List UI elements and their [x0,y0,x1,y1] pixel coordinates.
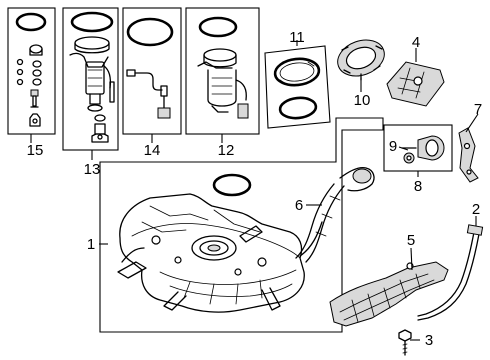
callout-10: 10 [354,92,371,109]
bracket-7 [458,127,479,183]
level-sender-14 [126,17,174,119]
tank-gasket-ring [212,173,252,197]
box-14-frame [122,7,182,135]
callout-6: 6 [295,197,303,214]
callout-12: 12 [218,142,235,159]
part-group-1 [99,117,384,333]
leader-lines [30,40,479,341]
part-group-11 [264,45,331,129]
callout-11: 11 [289,29,305,46]
callout-1: 1 [87,236,95,253]
lock-ring-10 [337,39,385,81]
callout-13: 13 [84,161,101,178]
bolt-3 [398,329,412,356]
callout-15: 15 [27,142,44,159]
callout-4: 4 [412,34,420,51]
part-group-12 [185,7,260,135]
fuel-pump-module-12 [197,16,249,119]
callout-2: 2 [472,201,480,218]
box-1-frame [99,117,384,333]
callout-5: 5 [407,232,415,249]
part-group-15 [7,7,56,135]
fuel-tank-1 [117,193,323,313]
box-11-frame [264,45,331,129]
heat-shield-5 [329,261,449,327]
callout-14: 14 [144,142,161,159]
o-ring-kit-15 [15,12,47,127]
callout-3: 3 [425,332,433,349]
gasket-set-11 [273,57,321,120]
filler-housing-8 [401,135,445,164]
filler-neck-6 [295,166,375,263]
box-13-frame [62,7,119,151]
callout-9: 9 [389,138,397,155]
bracket-4 [386,61,445,107]
callout-labels: 15 13 14 12 11 10 4 7 9 8 6 1 2 5 3 [27,29,483,349]
part-group-14 [122,7,182,135]
callout-8: 8 [414,178,422,195]
callout-7: 7 [474,101,482,118]
part-group-13 [62,7,119,151]
tank-strap-2 [417,224,484,321]
fuel-pump-assembly-13 [69,11,115,143]
